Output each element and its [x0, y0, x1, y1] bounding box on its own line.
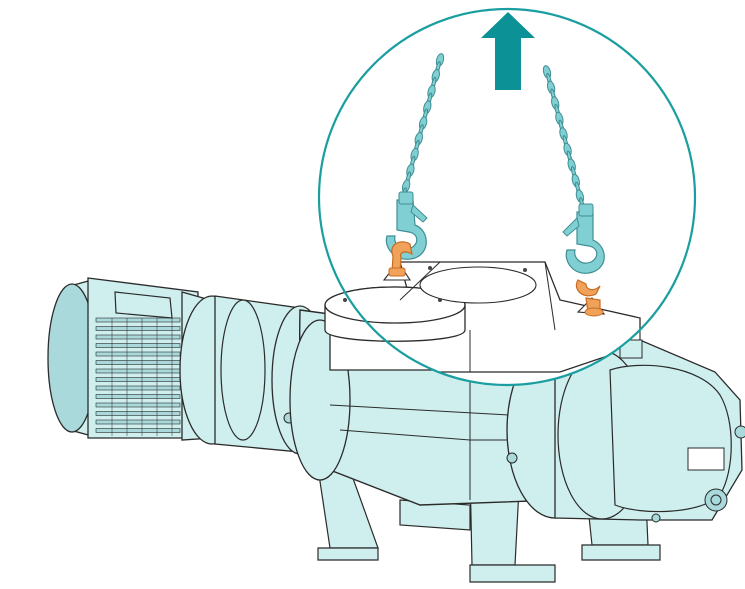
motor-cooling-fins — [95, 317, 181, 436]
lift-direction-arrow-icon — [481, 12, 535, 90]
detail-magnifier-circle — [317, 7, 697, 387]
gearbox-end-cover — [506, 339, 745, 523]
lifting-shackle-icon — [388, 241, 604, 317]
